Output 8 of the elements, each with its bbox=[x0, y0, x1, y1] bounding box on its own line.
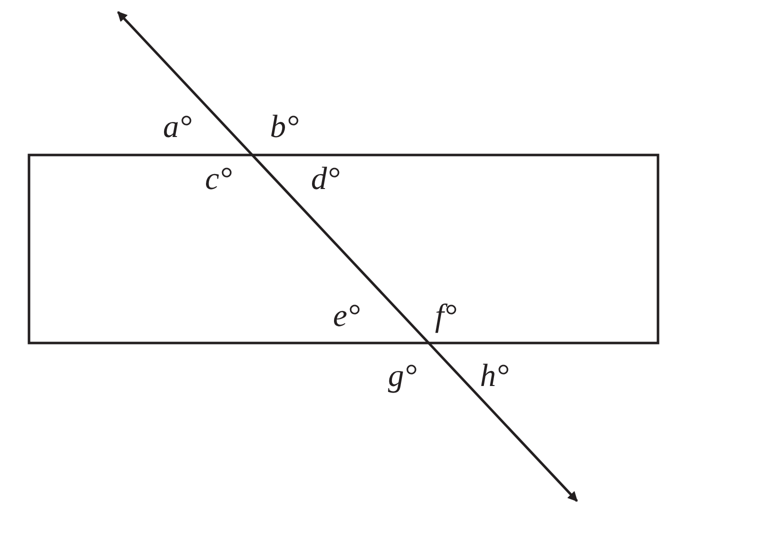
angle-label: a° bbox=[163, 110, 192, 142]
angle-label: b° bbox=[270, 110, 299, 142]
angle-label: g° bbox=[388, 359, 417, 391]
angle-label: d° bbox=[311, 162, 340, 194]
angle-label: f° bbox=[435, 299, 457, 331]
angle-label: e° bbox=[333, 299, 360, 331]
angle-label: h° bbox=[480, 359, 509, 391]
angle-label: c° bbox=[205, 162, 232, 194]
